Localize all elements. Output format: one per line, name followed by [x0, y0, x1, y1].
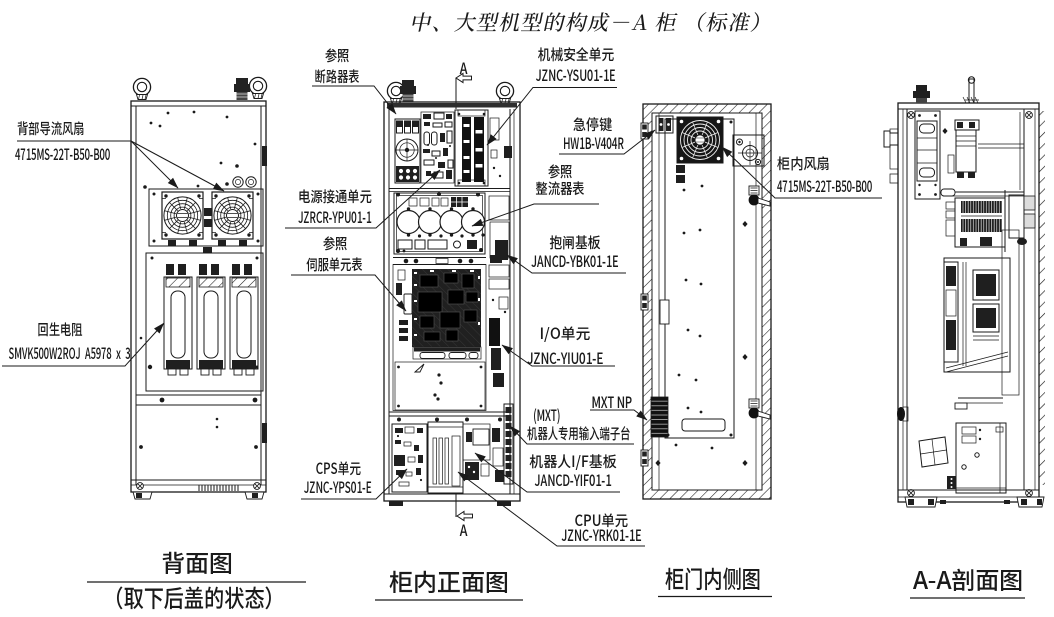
mxt-terminal-strip [503, 403, 514, 485]
label-text: HW1B-V404R [562, 133, 624, 154]
title-text: 中、大型机型的构成－A 柜 （标准） [407, 7, 777, 37]
label-text: JZNC-YIU01-E [526, 348, 604, 369]
label-io-unit: I/O单元 JZNC-YIU01-E [485, 320, 645, 370]
label-text: 电源接通单元 [298, 186, 372, 207]
servo-unit [392, 257, 487, 411]
label-cps-unit: CPS单元 JZNC-YPS01-E [258, 458, 418, 498]
label-ref-servo: 参照 伺服单元表 [255, 232, 415, 275]
label-ref-breaker: 参照 断路器表 [257, 44, 417, 87]
label-text: 伺服单元表 [306, 254, 364, 275]
label-text: 参照 [547, 161, 573, 182]
label-text: 机器人I/F基板 [529, 451, 617, 472]
caption-front-view: 柜内正面图 [375, 569, 523, 593]
section-breaker [914, 110, 941, 200]
label-rear-fans-line2: 4715MS-22T-B50-B00 [15, 143, 135, 165]
rear-fan-right-icon [212, 192, 253, 239]
rear-view-drawing [130, 76, 268, 500]
label-leader-lines [2, 85, 882, 547]
section-vent-grid [918, 436, 949, 468]
label-regen-resistor-line1: 回生电阻 [0, 318, 140, 340]
label-text: CPU单元 [574, 510, 628, 531]
section-servo [943, 229, 1020, 396]
breaker-unit [394, 118, 421, 184]
section-cpu-box [947, 422, 1007, 494]
label-text: 机械安全单元 [537, 44, 615, 65]
caption-rear-view-note: （取下后盖的状态） [84, 585, 304, 609]
caption-section-view: A-A剖面图 [908, 567, 1028, 591]
label-regen-resistor-line2: SMVK500W2ROJ A5978 x 3 [0, 342, 158, 364]
io-unit-column [488, 195, 510, 387]
label-power-on-unit: 电源接通单元 JZRCR-YPU01-1 [255, 185, 415, 228]
section-marker-bottom: A [459, 520, 468, 541]
label-text: 机器人专用输入端子台 [527, 423, 631, 444]
section-gland [913, 85, 930, 103]
label-cpu-unit: CPU单元 JZNC-YRK01-1E [521, 510, 681, 546]
door-view-drawing [640, 103, 772, 500]
label-mxt-terminal: (MXT) 机器人专用输入端子台 [527, 405, 637, 444]
machine-safety-unit [454, 109, 489, 187]
label-ref-rectifier: 参照 整流器表 [480, 161, 640, 199]
label-text: MXT NP [591, 392, 632, 413]
label-text: SMVK500W2ROJ A5978 x 3 [8, 343, 131, 364]
label-safety-unit: 机械安全单元 JZNC-YSU01-1E [496, 43, 656, 86]
caption-text: 柜门内侧图 [665, 560, 761, 595]
section-transformer [947, 112, 1024, 190]
mxt-np-block [650, 396, 669, 438]
label-text: JZNC-YSU01-1E [536, 65, 616, 86]
card-rack [427, 421, 464, 494]
door-fan-icon [676, 116, 724, 164]
section-heatsink [945, 197, 1006, 248]
label-text: 4715MS-22T-B50-B00 [15, 144, 111, 165]
label-text: CPS单元 [315, 458, 361, 479]
label-brake-board: 抱闸基板 JANCD-YBK01-1E [495, 232, 655, 272]
caption-text: （取下后盖的状态） [103, 579, 285, 614]
label-rear-fans-line1: 背部导流风扇 [17, 117, 137, 139]
regen-resistor-bank [163, 264, 259, 376]
label-text: 背部导流风扇 [17, 118, 85, 139]
label-text: JANCD-YIF01-1 [534, 470, 612, 491]
label-door-fan: 柜内风扇 4715MS-22T-B50-B00 [777, 151, 887, 197]
label-text: JZNC-YPS01-E [304, 477, 372, 498]
label-text: 急停键 [573, 114, 613, 135]
label-mxt-np: MXT NP [531, 391, 692, 413]
page-title: 中、大型机型的构成－A 柜 （标准） [65, 7, 1054, 37]
label-text: 柜内风扇 [777, 153, 830, 174]
label-text: 4715MS-22T-B50-B00 [777, 176, 873, 197]
rear-fan-left-icon [162, 192, 203, 239]
label-text: JZRCR-YPU01-1 [298, 207, 372, 228]
label-text: 参照 [324, 45, 350, 66]
label-text: 参照 [322, 233, 348, 254]
label-text: JZNC-YRK01-1E [560, 525, 642, 546]
caption-underlines [87, 581, 1025, 601]
section-view-drawing [883, 76, 1045, 508]
label-text: 断路器表 [314, 66, 360, 87]
label-text: I/O单元 [539, 323, 591, 344]
caption-text: A-A剖面图 [912, 561, 1024, 596]
section-eyebolt [962, 76, 979, 104]
label-text: 回生电阻 [37, 319, 83, 340]
label-if-board: 机器人I/F基板 JANCD-YIF01-1 [493, 451, 653, 491]
bottom-section [391, 403, 514, 494]
door-lock-plate [732, 134, 765, 167]
label-text: 整流器表 [535, 178, 585, 199]
caption-door-view: 柜门内侧图 [653, 566, 773, 590]
label-estop-key: 急停键 HW1B-V404R [513, 114, 673, 154]
caption-text: 柜内正面图 [389, 563, 509, 598]
label-text: JANCD-YBK01-1E [531, 250, 619, 272]
section-marker-top: A [459, 58, 468, 79]
label-text: 抱闸基板 [549, 232, 601, 253]
caption-rear-view: 背面图 [87, 550, 307, 574]
label-text: (MXT) [533, 405, 561, 426]
caption-text: 背面图 [161, 544, 233, 579]
estop-back [655, 115, 674, 134]
